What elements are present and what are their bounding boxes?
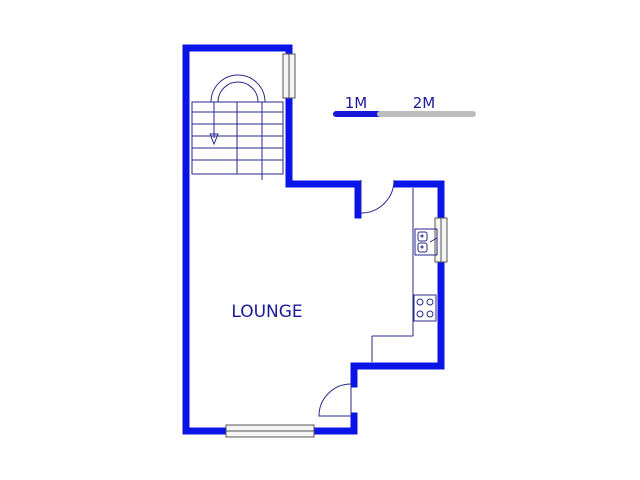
scale-label-2m: 2M [413,94,436,112]
window-kitchen [434,217,448,263]
outer-wall-right [350,180,445,388]
sink-icon [414,228,438,256]
window-top-right [282,53,296,99]
kitchen-counter [371,188,414,362]
outer-wall-bottom-right [310,412,358,435]
walls [182,44,445,435]
door-top [360,179,395,214]
staircase [191,74,284,180]
stove-icon [413,294,437,322]
room-label-lounge: LOUNGE [231,302,302,322]
scale-bar: 1M 2M [333,94,476,117]
scale-label-1m: 1M [345,94,368,112]
window-bottom [225,424,315,438]
outer-wall-left-top [182,44,362,435]
stair-direction-arc [210,74,266,103]
stair-arrow-icon [209,133,219,146]
door-bottom [318,383,352,417]
